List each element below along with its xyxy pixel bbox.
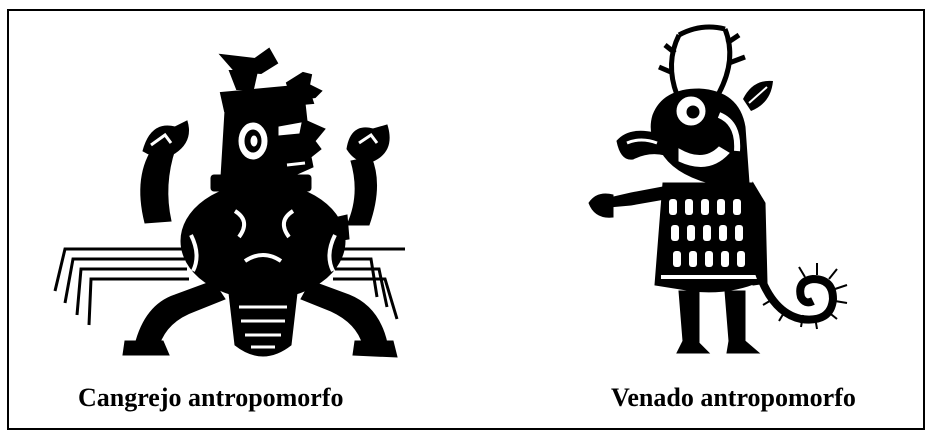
anthropomorphic-crab-icon	[53, 47, 405, 358]
figure-frame: Cangrejo antropomorfo Venado antropomorf…	[7, 9, 925, 430]
caption-crab: Cangrejo antropomorfo	[78, 383, 344, 412]
deer-illustration	[569, 23, 869, 378]
anthropomorphic-deer-icon	[588, 24, 848, 354]
crab-illustration	[25, 45, 405, 375]
caption-deer: Venado antropomorfo	[611, 383, 856, 412]
